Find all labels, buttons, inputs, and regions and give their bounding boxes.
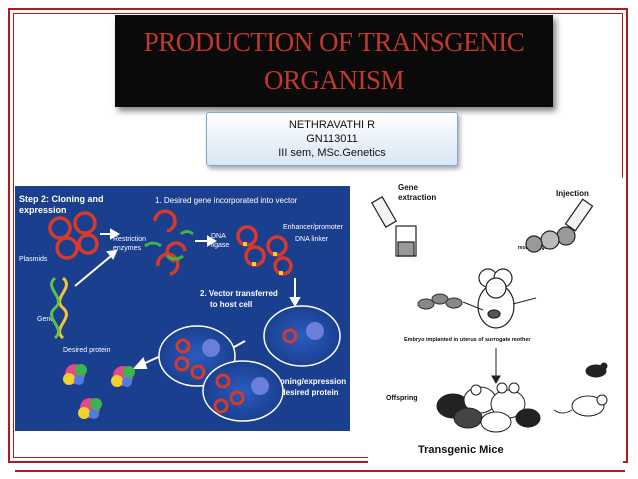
step3-label-line1: 3. Cloning/expression — [263, 377, 346, 386]
host-cells — [158, 305, 341, 422]
author-id: GN113011 — [306, 133, 358, 145]
author-name: NETHRAVATHI R — [288, 119, 376, 131]
author-course: III sem, MSc.Genetics — [278, 147, 386, 159]
step3-label-line2: of desired protein — [271, 388, 339, 397]
dna-ligase-label-1: DNA — [211, 233, 226, 240]
bottom-rule — [15, 470, 625, 472]
cloning-diagram-svg: Step 2: Cloning and expression 1. Desire… — [15, 186, 350, 431]
dna-linker-label: DNA linker — [295, 236, 329, 243]
gene-extraction-label-2: extraction — [398, 193, 436, 202]
step-label-line2: expression — [19, 205, 67, 215]
gene-extraction-tube — [370, 196, 417, 257]
surrogate-mouse — [477, 268, 515, 329]
dna-ligase-label-2: ligase — [211, 242, 229, 249]
cloning-diagram-image: Step 2: Cloning and expression 1. Desire… — [15, 186, 350, 431]
step2-label-line2: to host cell — [210, 300, 252, 309]
transgenic-mice-svg: Gene extraction Injection mouse eggs Emb… — [370, 183, 608, 456]
author-box: NETHRAVATHI R GN113011 III sem, MSc.Gene… — [206, 112, 458, 166]
desired-protein-label: Desired protein — [63, 347, 111, 354]
title-line-2: ORGANISM — [263, 65, 405, 95]
title-box: PRODUCTION OF TRANSGENIC ORGANISM — [115, 15, 553, 107]
step-label-line1: Step 2: Cloning and — [19, 194, 104, 204]
step1-label: 1. Desired gene incorporated into vector — [155, 196, 298, 205]
embryo-label: Embryo implanted in uterus of surrogate … — [404, 337, 531, 343]
gene-extraction-label-1: Gene — [398, 183, 419, 192]
offspring-label: Offspring — [386, 395, 418, 402]
enhancer-label: Enhancer/promoter — [283, 224, 344, 231]
plasmids-label: Plasmids — [19, 256, 48, 263]
side-mice — [553, 362, 608, 417]
restriction-label-1: Restriction — [113, 236, 146, 243]
protein-blobs — [63, 364, 135, 419]
dna-helix — [50, 276, 68, 340]
slide-frame-outer — [8, 8, 628, 463]
restriction-label-2: enzymes — [113, 245, 142, 252]
step2-label-line1: 2. Vector transferred — [200, 289, 278, 298]
eggs-row — [417, 293, 463, 310]
transgenic-mice-label: Transgenic Mice — [418, 444, 504, 456]
injection-label: Injection — [556, 189, 589, 198]
title-line-1: PRODUCTION OF TRANSGENIC — [143, 27, 525, 57]
injection-syringe — [525, 198, 594, 253]
transgenic-mice-image: Gene extraction Injection mouse eggs Emb… — [368, 178, 623, 463]
offspring-mice — [436, 382, 541, 433]
gene-label: Gene — [37, 316, 54, 323]
